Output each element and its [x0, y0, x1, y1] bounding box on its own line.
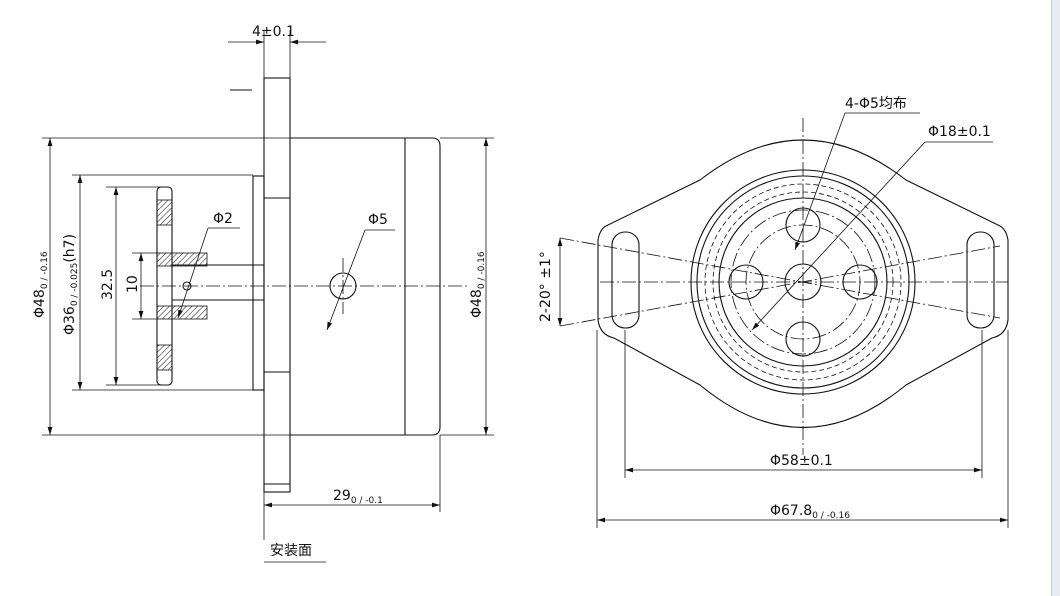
holes-label: 4-Φ5均布 — [845, 96, 907, 112]
mounting-flange — [263, 77, 291, 493]
bolt-circle-label: Φ58±0.1 — [770, 453, 833, 469]
mounting-face-label: 安装面 — [270, 543, 312, 559]
flange-outline — [597, 139, 1009, 429]
body-diameter-right-label: Φ480 / -0.16 — [469, 251, 487, 318]
flange-width-label: Φ67.80 / -0.16 — [770, 503, 850, 521]
slot-angle-label: 2-20° ±1° — [538, 251, 554, 322]
pilot-diameter-label: Φ360 / -0.025(h7) — [62, 234, 80, 335]
window-edge-scrollbar[interactable] — [1051, 0, 1060, 596]
center-diameter-label: Φ18±0.1 — [928, 124, 991, 140]
front-view: 4-Φ5均布 Φ18±0.1 2-20° ±1° Φ58±0.1 Φ67.80 … — [538, 96, 1009, 528]
hub-diameter-label: 10 — [125, 275, 141, 293]
hub — [156, 252, 208, 267]
gear-diameter-label: 32.5 — [100, 269, 116, 300]
slot-left — [611, 231, 640, 329]
side-view: 4±0.1 Φ480 / -0.16 Φ360 / -0.025(h7) 32.… — [32, 24, 494, 563]
pin-diameter-label: Φ2 — [213, 211, 233, 227]
body-length-label: 290 / -0.1 — [333, 488, 383, 506]
flange-thickness-label: 4±0.1 — [252, 24, 295, 40]
motor-body — [290, 137, 441, 436]
body-diameter-left-label: Φ480 / -0.16 — [32, 251, 50, 318]
slot-right — [966, 231, 995, 329]
shaft-hole-label: Φ5 — [368, 212, 388, 228]
